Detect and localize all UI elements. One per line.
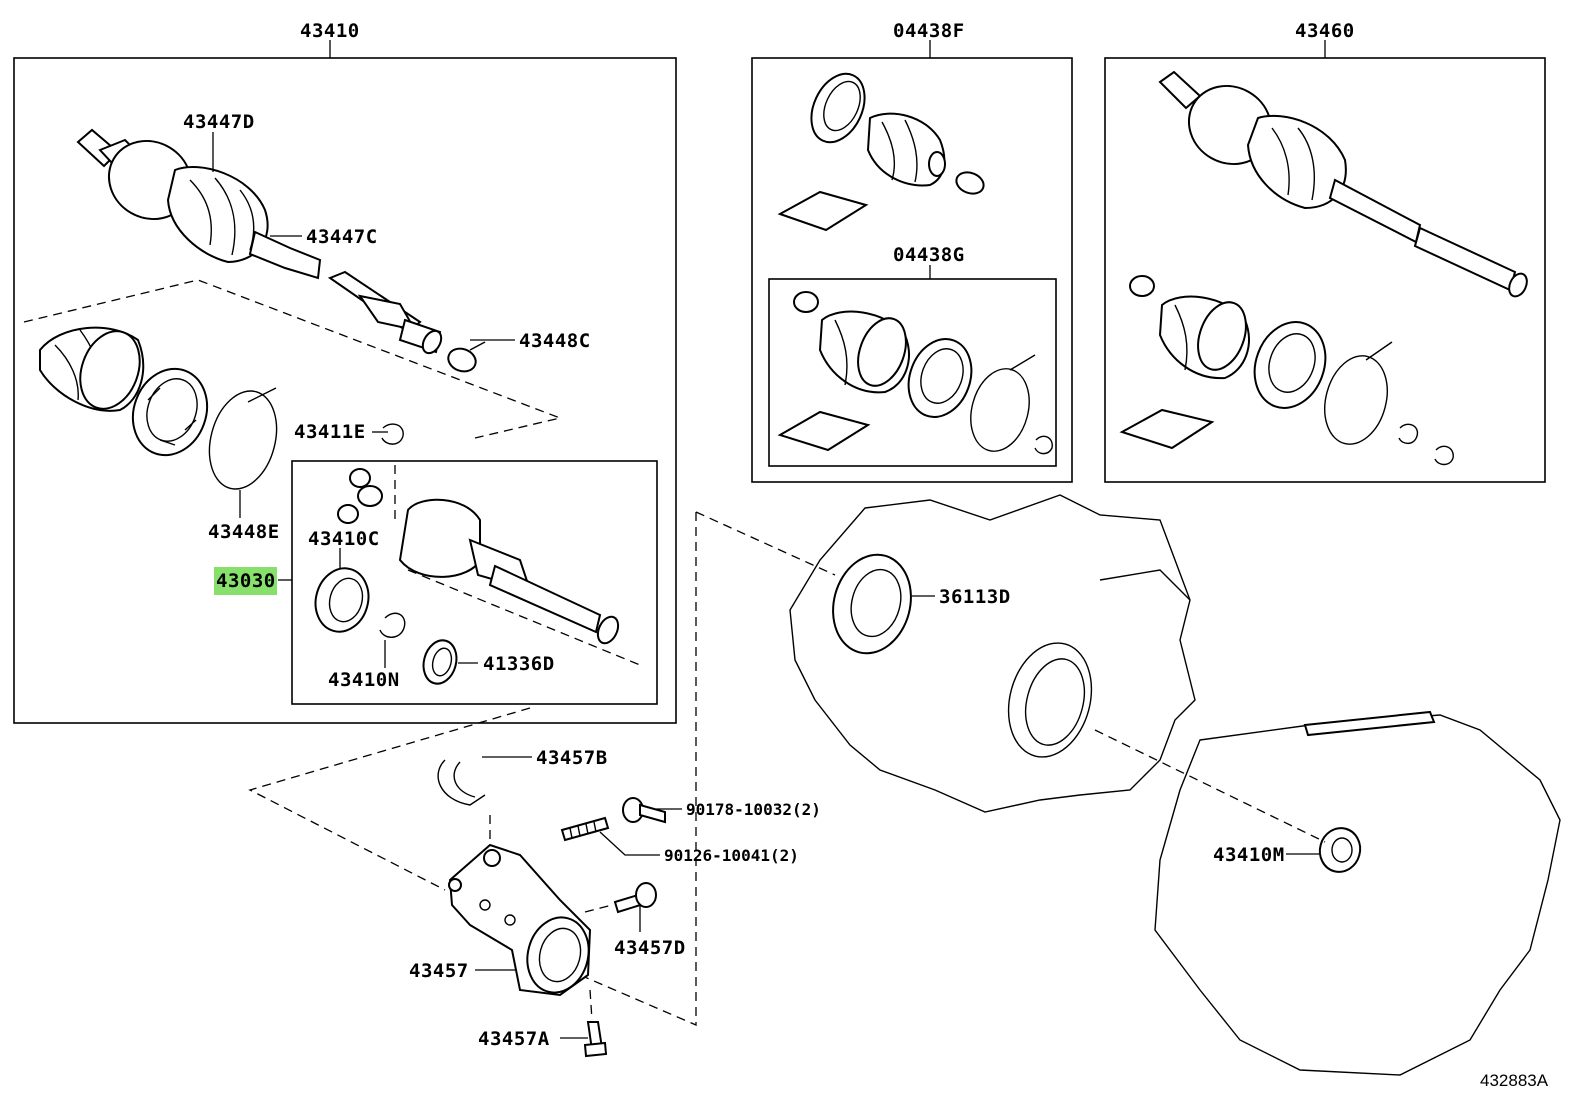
explode-line-transmission [1094, 729, 1326, 843]
inner-joint-housing [337, 465, 641, 666]
group-frame-04438f: 04438F [751, 20, 1073, 483]
boot-kit-04438g [777, 291, 1053, 455]
seal-41336d [422, 639, 458, 685]
explode-line-case [695, 511, 836, 576]
driveshaft-left [76, 128, 443, 355]
subassembly-frame-43030 [291, 460, 658, 705]
callout-highlight [214, 567, 277, 595]
group-frame-04438g: 04438G [768, 244, 1057, 467]
callout-43410m[interactable]: 43410M [1213, 844, 1285, 866]
boot-kit-right [1119, 275, 1454, 466]
driveshaft-right [1158, 70, 1528, 298]
transaxle-case [789, 494, 1196, 813]
callout-90126-10041[interactable]: 90126-10041(2) [664, 846, 799, 865]
callout-43410c[interactable]: 43410C [308, 528, 380, 550]
group-frame-43410: 43410 [13, 20, 677, 724]
callout-43447c[interactable]: 43447C [306, 226, 378, 248]
stud-90126 [560, 816, 610, 842]
callout-43448e[interactable]: 43448E [208, 521, 280, 543]
callout-41336d[interactable]: 41336D [483, 653, 555, 675]
tripod-ring-left [131, 367, 209, 457]
snap-ring-43410n [379, 612, 406, 668]
inner-boot-left [39, 326, 145, 412]
group-label-04438f[interactable]: 04438F [893, 20, 965, 42]
callout-43448c[interactable]: 43448C [519, 330, 591, 352]
group-label-04438g[interactable]: 04438G [893, 244, 965, 266]
diagram-reference-code: 432883A [1480, 1071, 1549, 1090]
callout-43411e[interactable]: 43411E [294, 421, 366, 443]
snap-ring-43411e [381, 423, 404, 445]
bracket-43457 [437, 759, 592, 997]
bolt-43457a [583, 989, 608, 1058]
bolt-90178 [622, 797, 666, 824]
callout-43030[interactable]: 43030 [216, 570, 276, 592]
callout-43457a[interactable]: 43457A [478, 1028, 550, 1050]
transmission-case [1154, 710, 1561, 1076]
callout-36113d[interactable]: 36113D [939, 586, 1011, 608]
group-label-43460[interactable]: 43460 [1295, 20, 1355, 42]
callout-43447d[interactable]: 43447D [183, 111, 255, 133]
bearing-43410c [314, 548, 370, 633]
callout-leaders [212, 132, 1320, 1039]
explode-outline-bracket [248, 512, 697, 1026]
callout-90178-10032[interactable]: 90178-10032(2) [686, 800, 821, 819]
clamp-43448e [208, 387, 278, 518]
callout-43457d[interactable]: 43457D [614, 937, 686, 959]
boot-kit-04438f [777, 72, 985, 232]
callout-labels: 43447D 43447C 43448C 43411E 43448E 43410… [183, 111, 1549, 1090]
callout-43457[interactable]: 43457 [409, 960, 469, 982]
callout-43457b[interactable]: 43457B [536, 747, 608, 769]
clamp-43448c [447, 341, 486, 373]
callout-43410n[interactable]: 43410N [328, 669, 400, 691]
bolt-43457d [584, 882, 657, 914]
group-frame-43460: 43460 [1104, 20, 1546, 483]
group-label-43410[interactable]: 43410 [300, 20, 360, 42]
